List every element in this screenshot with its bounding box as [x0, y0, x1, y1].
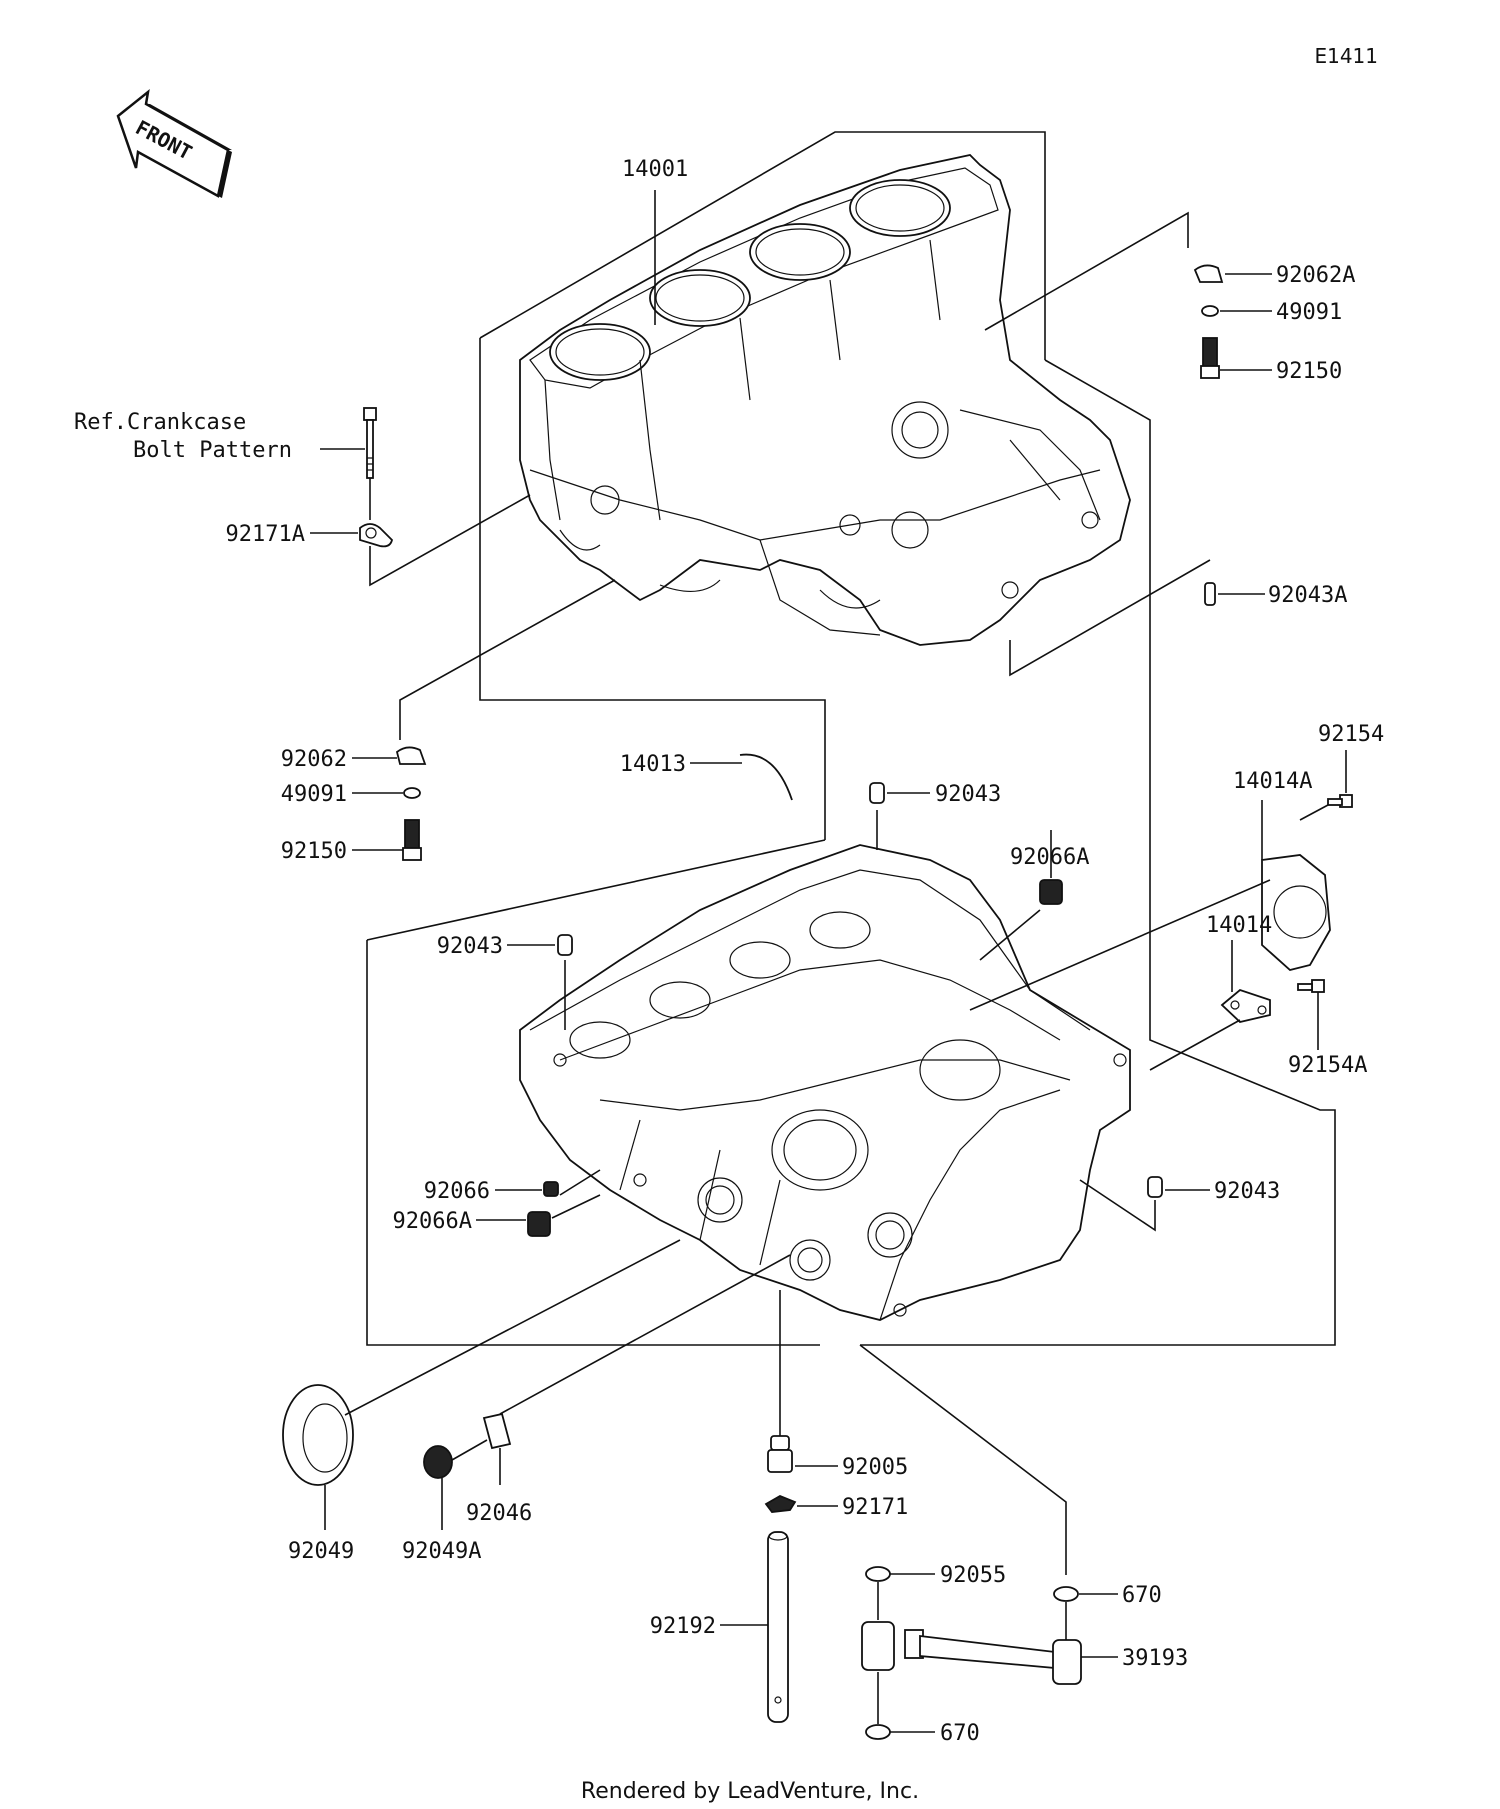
upper-crankcase-drawing — [519, 154, 1131, 646]
label-14014A: 14014A — [1233, 769, 1312, 794]
label-14013: 14013 — [620, 752, 686, 777]
leader-lines — [310, 190, 1272, 1733]
hose-clamp-stack-left-drawing — [395, 579, 616, 861]
label-92055: 92055 — [940, 1563, 1006, 1588]
cover-14014A-drawing — [969, 800, 1331, 1011]
label-92062: 92062 — [281, 747, 347, 772]
label-92049A: 92049A — [402, 1539, 481, 1564]
label-39193: 39193 — [1122, 1646, 1188, 1671]
label-92043-a: 92043 — [935, 782, 1001, 807]
label-92043-c: 92043 — [1214, 1179, 1280, 1204]
label-670-b: 670 — [940, 1721, 980, 1746]
tube-92192-drawing — [767, 1531, 789, 1723]
dowel-pin-92043-right-drawing — [1147, 1176, 1163, 1198]
clamp-92171-drawing — [764, 1495, 797, 1513]
label-92049: 92049 — [288, 1539, 354, 1564]
label-92192: 92192 — [650, 1614, 716, 1639]
upper-case-bracket — [479, 131, 1336, 1346]
label-92062A: 92062A — [1276, 263, 1355, 288]
fitting-92005-drawing — [767, 1290, 793, 1473]
label-92154: 92154 — [1318, 722, 1384, 747]
plate-14014-drawing — [1149, 945, 1271, 1071]
ring-14013-drawing — [739, 753, 793, 801]
label-92066A-top: 92066A — [1010, 845, 1089, 870]
front-arrow-icon: FRONT — [116, 88, 232, 198]
lower-case-bracket — [366, 839, 826, 1346]
label-92005: 92005 — [842, 1455, 908, 1480]
ref-bolt-drawing — [359, 407, 531, 587]
label-92043A: 92043A — [1268, 583, 1347, 608]
footer-credit: Rendered by LeadVenture, Inc. — [581, 1779, 919, 1804]
label-92043-b: 92043 — [437, 934, 503, 959]
lower-crankcase-drawing — [519, 844, 1131, 1321]
plug-92066-drawing — [543, 1181, 559, 1197]
label-92150-top: 92150 — [1276, 359, 1342, 384]
oil-seal-92049-drawing — [282, 1239, 681, 1530]
bolt-92154A-drawing — [1297, 979, 1325, 1050]
label-92154A: 92154A — [1288, 1053, 1367, 1078]
plug-92066A-drawing — [527, 1211, 551, 1237]
label-14014: 14014 — [1206, 913, 1272, 938]
label-92150: 92150 — [281, 839, 347, 864]
seal-92049A-drawing — [423, 1445, 453, 1479]
plug-92066A-top-drawing — [1039, 879, 1063, 905]
label-92171: 92171 — [842, 1495, 908, 1520]
diagram-id: E1411 — [1314, 44, 1378, 68]
label-14001: 14001 — [622, 157, 688, 182]
bolt-92154-drawing — [1299, 750, 1353, 821]
label-92171A: 92171A — [226, 522, 305, 547]
label-670-a: 670 — [1122, 1583, 1162, 1608]
label-92066A: 92066A — [393, 1209, 472, 1234]
dowel-pin-92043A-drawing — [1204, 582, 1216, 606]
bushing-92046-drawing — [482, 1412, 512, 1450]
dowel-pin-92043-left-drawing — [557, 934, 573, 956]
label-ref-line1: Ref.Crankcase — [74, 410, 246, 435]
part-labels: Ref.Crankcase Bolt Pattern 14001 92062A … — [74, 157, 1384, 1746]
label-92066: 92066 — [424, 1179, 490, 1204]
oil-pipe-39193-drawing — [859, 1344, 1082, 1740]
label-49091: 49091 — [281, 782, 347, 807]
label-92046: 92046 — [466, 1501, 532, 1526]
label-ref-line2: Bolt Pattern — [133, 438, 292, 463]
hose-clamp-stack-top-drawing — [984, 211, 1224, 379]
dowel-pin-92043-top-drawing — [869, 782, 885, 804]
label-49091-top: 49091 — [1276, 300, 1342, 325]
